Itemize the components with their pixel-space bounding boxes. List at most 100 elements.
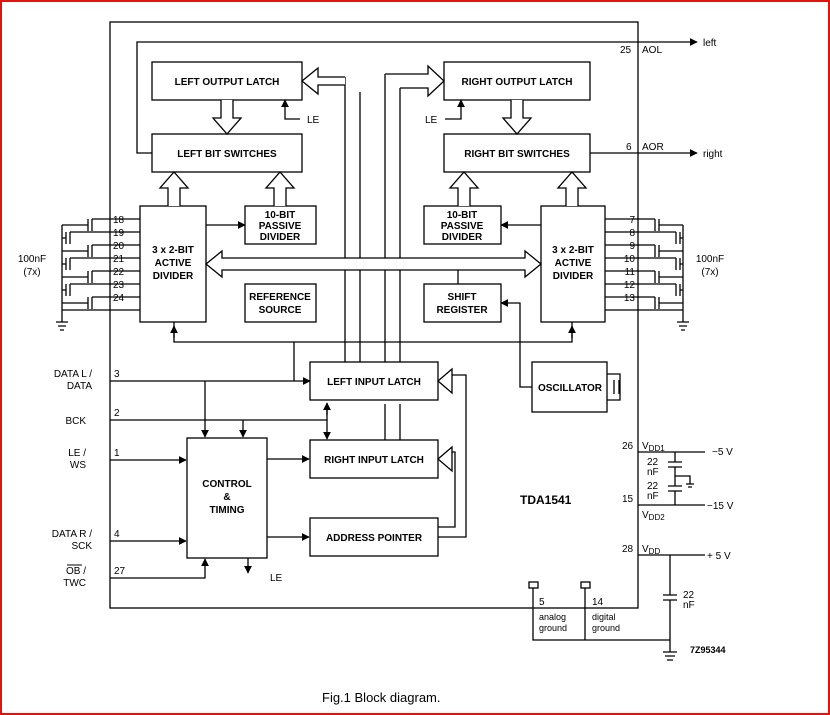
aol-label: left [703, 38, 717, 49]
input-data-l-line2: DATA [67, 381, 93, 392]
vdd1-name: VDD1 [642, 441, 665, 453]
passive-divider-left-box [244, 205, 317, 245]
ob-twc-line [110, 558, 209, 579]
input-data-r-line1: DATA R / [52, 529, 92, 540]
cap-pin: 13 [624, 293, 636, 304]
left-bit-switches-label: LEFT BIT SWITCHES [177, 149, 277, 160]
passive-divider-left-line3: DIVIDER [260, 232, 301, 243]
le-label-control: LE [270, 573, 283, 584]
wide-arrow-passive-to-switches-right [448, 171, 480, 206]
analog-ground-line1: analog [539, 612, 566, 622]
decoupling-2-line1: 22 [647, 481, 659, 492]
oscillator-to-shift-register [500, 299, 532, 388]
wide-arrow-left-output-latch [300, 66, 345, 96]
address-arrow-left [437, 367, 453, 395]
analog-ground-line2: ground [539, 623, 567, 633]
active-divider-right-line1: 3 x 2-BIT [552, 245, 594, 256]
chip-name: TDA1541 [520, 493, 572, 507]
wide-arrow-latch-to-switches-right [501, 100, 533, 135]
decoupling-3-line2: nF [683, 600, 695, 611]
chip-outline [109, 21, 639, 609]
ground-bus [532, 588, 677, 661]
input-data-r-line2: SCK [71, 541, 92, 552]
cap-pin: 10 [624, 254, 636, 265]
wide-arrow-latch-to-switches-left [211, 100, 243, 135]
input-pin: 2 [114, 408, 120, 419]
oscillator-label: OSCILLATOR [538, 383, 603, 394]
cap-label-left-line2: (7x) [23, 267, 40, 278]
right-bit-switches-label: RIGHT BIT SWITCHES [464, 149, 570, 160]
digital-ground-pin [580, 581, 591, 589]
le-label-right-output: LE [425, 115, 438, 126]
input-ob-line1: OB / [66, 566, 86, 577]
cap-pin: 9 [629, 241, 635, 252]
cap-pin: 20 [113, 241, 125, 252]
decoupling-1-line1: 22 [647, 457, 659, 468]
aol-pin: 25 [620, 45, 632, 56]
aor-pin: 6 [626, 142, 632, 153]
passive-divider-left-line1: 10-BIT [265, 210, 296, 221]
vdd2-pin: 15 [622, 494, 634, 505]
vdd1-vdd2-caps [668, 452, 694, 505]
control-timing-line2: & [223, 492, 230, 503]
vdd-pin: 28 [622, 544, 634, 555]
active-divider-right-line3: DIVIDER [553, 271, 594, 282]
passive-divider-right-line1: 10-BIT [447, 210, 478, 221]
cap-label-right-line1: 100nF [696, 254, 724, 265]
decoupling-2-line2: nF [647, 491, 659, 502]
le-label-left-output: LE [307, 115, 320, 126]
digital-ground-line1: digital [592, 612, 616, 622]
left-output-latch-label: LEFT OUTPUT LATCH [175, 77, 280, 88]
left-bit-switches-box [151, 133, 303, 173]
bck-line [110, 404, 328, 421]
aol-output-line [136, 38, 698, 154]
input-bck: BCK [65, 416, 86, 427]
control-timing-line3: TIMING [210, 505, 245, 516]
input-pin: 27 [114, 566, 126, 577]
cap-pin: 22 [113, 267, 125, 278]
right-capacitor-array [605, 218, 689, 331]
shift-register-line2: REGISTER [436, 305, 488, 316]
cap-label-right-line2: (7x) [701, 267, 718, 278]
le-left-output-latch [281, 99, 300, 120]
control-timing-box [186, 437, 268, 559]
cap-pin: 18 [113, 215, 125, 226]
wide-arrow-active-to-switches-right [556, 171, 588, 206]
vdd-cap [663, 555, 677, 640]
cap-pin: 12 [624, 280, 636, 291]
input-pin: 1 [114, 448, 120, 459]
vdd1-pin: 26 [622, 441, 634, 452]
figure-caption: Fig.1 Block diagram. [322, 690, 441, 705]
cap-pin: 23 [113, 280, 125, 291]
control-timing-line1: CONTROL [202, 479, 251, 490]
cap-pin: 8 [629, 228, 635, 239]
vdd-value: + 5 V [707, 551, 731, 562]
active-divider-right-line2: ACTIVE [555, 258, 592, 269]
wide-arrow-right-output-latch [385, 64, 445, 98]
passive-divider-right-line2: PASSIVE [441, 221, 484, 232]
input-ob-line2: TWC [63, 578, 86, 589]
vdd2-value: −15 V [707, 501, 734, 512]
decoupling-3-line1: 22 [683, 590, 695, 601]
active-divider-left-line2: ACTIVE [155, 258, 192, 269]
address-to-right-latch [438, 451, 456, 528]
reference-code: 7Z95344 [690, 645, 726, 655]
active-divider-right-box [540, 205, 606, 323]
input-pin: 4 [114, 529, 120, 540]
input-le-line2: WS [70, 460, 86, 471]
cap-pin: 7 [629, 215, 635, 226]
reference-source-line1: REFERENCE [249, 292, 311, 303]
passive-divider-right-line3: DIVIDER [442, 232, 483, 243]
active-divider-left-line3: DIVIDER [153, 271, 194, 282]
analog-ground-pin-number: 5 [539, 597, 545, 608]
address-pointer-label: ADDRESS POINTER [326, 533, 423, 544]
digital-ground-pin-number: 14 [592, 597, 604, 608]
wide-arrow-divider-bus [204, 249, 543, 279]
input-data-l-line1: DATA L / [54, 369, 92, 380]
wide-arrow-passive-to-switches-left [264, 171, 296, 206]
input-pin: 3 [114, 369, 120, 380]
active-divider-left-line1: 3 x 2-BIT [152, 245, 194, 256]
cap-pin: 11 [625, 267, 636, 278]
vdd2-name: VDD2 [642, 510, 665, 522]
